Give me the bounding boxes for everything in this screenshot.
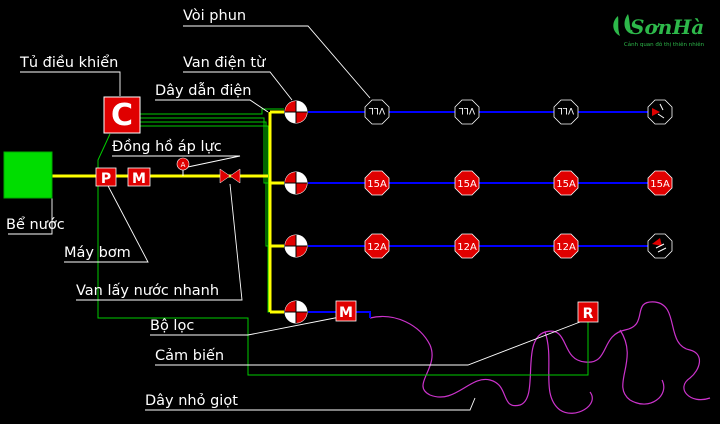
sprinkler-head: 12A [364, 233, 390, 259]
sprinkler-head-end [647, 233, 673, 259]
filter-symbol-box: M [335, 300, 357, 322]
label-tu-dieu-khien: Tủ điều khiển [19, 54, 118, 71]
sprinkler-head: 15A [364, 170, 390, 196]
meter-symbol: M [132, 171, 146, 187]
label-day-nho-giot: Dây nhỏ giọt [145, 393, 238, 409]
controller-symbol: C [111, 98, 133, 133]
label-be-nuoc: Bể nước [6, 216, 65, 233]
label-cam-bien: Cảm biến [155, 347, 224, 364]
solenoid-valve [284, 100, 308, 124]
solenoid-valve [284, 300, 308, 324]
label-may-bom: Máy bơm [64, 245, 131, 261]
sprinkler-head: 15A [647, 170, 673, 196]
sprinkler-label: 12A [457, 242, 477, 253]
pressure-gauge: A [176, 157, 190, 176]
sprinkler-head: 15A [454, 170, 480, 196]
sprinkler-head: VLL [364, 99, 390, 125]
sprinkler-head: 15A [553, 170, 579, 196]
sprinkler-head: 12A [553, 233, 579, 259]
pump-symbol-box: P [95, 167, 117, 187]
sprinkler-label: 15A [367, 179, 387, 190]
label-dong-ho-ap-luc: Đồng hồ áp lực [112, 138, 222, 155]
sprinkler-label: 15A [650, 179, 670, 190]
company-logo: SơnHà Cảnh quan đô thị thiên nhiên [613, 14, 705, 48]
filter-symbol: M [339, 305, 353, 321]
lateral-pipes [308, 111, 660, 318]
sprinkler-label: 15A [556, 179, 576, 190]
leader-lines [8, 25, 581, 411]
sprinkler-label: 12A [367, 242, 387, 253]
label-voi-phun: Vòi phun [183, 8, 246, 24]
meter-symbol-box: M [127, 167, 151, 187]
sprinkler-label: VLL [459, 105, 475, 115]
solenoid-valve [284, 234, 308, 258]
drip-line [369, 301, 711, 414]
sensor-symbol: R [583, 306, 594, 322]
label-bo-loc: Bộ lọc [150, 318, 194, 334]
sprinkler-label: 12A [556, 242, 576, 253]
pump-symbol: P [101, 171, 111, 187]
sprinkler-head-end [647, 99, 673, 125]
sprinkler-head: 12A [454, 233, 480, 259]
label-day-dan-dien: Dây dẫn điện [155, 82, 251, 99]
sprinkler-head: VLL [553, 99, 579, 125]
sprinkler-head: VLL [454, 99, 480, 125]
sensor-symbol-box: R [577, 301, 599, 323]
logo-brand: SơnHà [630, 15, 704, 39]
sprinkler-label: VLL [558, 105, 574, 115]
logo-tagline: Cảnh quan đô thị thiên nhiên [624, 41, 705, 48]
label-van-dien-tu: Van điện từ [183, 55, 266, 71]
controller-box: C [103, 96, 141, 134]
quick-coupling-valve [219, 168, 241, 184]
sprinkler-label: VLL [369, 105, 385, 115]
sprinkler-label: 15A [457, 179, 477, 190]
gauge-symbol: A [181, 161, 186, 169]
water-tank [3, 151, 53, 199]
solenoid-valve [284, 171, 308, 195]
label-van-lay-nuoc-nhanh: Van lấy nước nhanh [76, 283, 219, 299]
